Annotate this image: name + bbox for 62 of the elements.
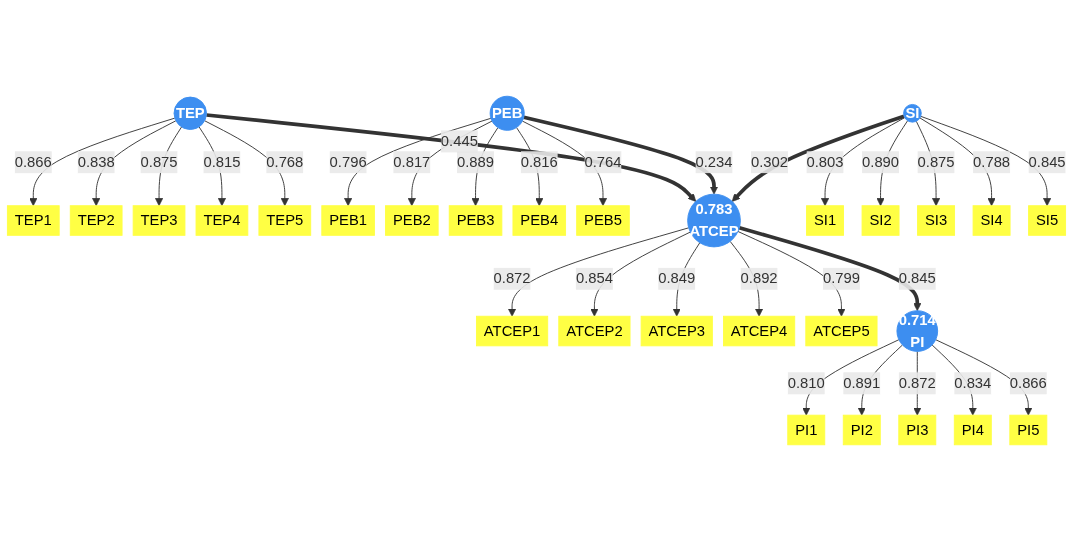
arrow	[523, 115, 719, 195]
node-box: ATCEP1	[476, 315, 549, 347]
node-box: PEB1	[321, 205, 375, 236]
node-box: TEP5	[258, 205, 312, 236]
edge-label: 0.854	[575, 270, 613, 287]
edge-label: 0.845	[1028, 153, 1066, 170]
node-box: PI5	[1009, 414, 1048, 446]
edge-label: 0.816	[520, 153, 558, 170]
node-box: ATCEP3	[640, 315, 713, 347]
edge-label: 0.302	[751, 153, 789, 170]
edge-label: 0.892	[740, 270, 778, 287]
edge-label: 0.445	[440, 133, 478, 149]
edge-label: 0.891	[843, 374, 881, 391]
node-box: SI3	[917, 205, 955, 236]
node-box: ATCEP2	[558, 315, 631, 347]
edge-label: 0.889	[457, 153, 495, 170]
arrow	[206, 113, 697, 202]
edge-label: 0.834	[954, 374, 992, 391]
edge-label: 0.796	[329, 153, 367, 170]
node-box: SI4	[972, 205, 1011, 236]
node-box: TEP3	[132, 205, 186, 236]
node-circle: 0.783 ATCEP	[687, 193, 741, 248]
edge-label: 0.803	[806, 153, 844, 170]
node-box: TEP1	[6, 205, 60, 236]
node-circle: TEP	[173, 96, 207, 130]
node-box: PEB5	[576, 205, 630, 236]
node-box: PI2	[842, 414, 881, 446]
node-box: TEP4	[195, 205, 249, 236]
edge-label: 0.234	[695, 153, 733, 170]
edge-label: 0.875	[917, 153, 955, 170]
edge-label: 0.872	[493, 270, 531, 287]
node-box: PI4	[953, 414, 992, 446]
node-box: PEB2	[385, 205, 439, 236]
edge-label: 0.866	[1009, 374, 1047, 391]
edge-label: 0.849	[658, 270, 696, 287]
edge-label: 0.838	[77, 153, 115, 170]
node-box: PI3	[898, 414, 937, 446]
edge-label: 0.810	[787, 374, 825, 391]
node-box: SI5	[1028, 205, 1067, 236]
edge-label: 0.845	[898, 270, 936, 287]
edge-label: 0.875	[140, 153, 178, 170]
node-box: PI1	[787, 414, 826, 446]
edge-label: 0.764	[584, 153, 622, 170]
arrow	[738, 226, 922, 312]
node-circle: SI	[903, 104, 922, 123]
arrow	[731, 114, 905, 202]
node-box: ATCEP4	[723, 315, 796, 347]
node-box: PEB4	[512, 205, 567, 236]
edge-label: 0.890	[862, 153, 900, 170]
edge-label: 0.788	[973, 153, 1011, 170]
edge-label: 0.872	[898, 374, 936, 391]
edge-label: 0.768	[266, 153, 304, 170]
node-box: ATCEP5	[805, 315, 878, 347]
node-box: TEP2	[69, 205, 123, 236]
edge-label: 0.799	[822, 270, 860, 287]
node-box: SI2	[861, 205, 900, 236]
node-box: PEB3	[448, 205, 503, 236]
edge-label: 0.866	[14, 153, 52, 170]
edge-label: 0.817	[393, 153, 431, 170]
node-circle: PEB	[489, 95, 525, 131]
edge-label: 0.815	[203, 153, 241, 170]
node-box: SI1	[806, 205, 844, 236]
